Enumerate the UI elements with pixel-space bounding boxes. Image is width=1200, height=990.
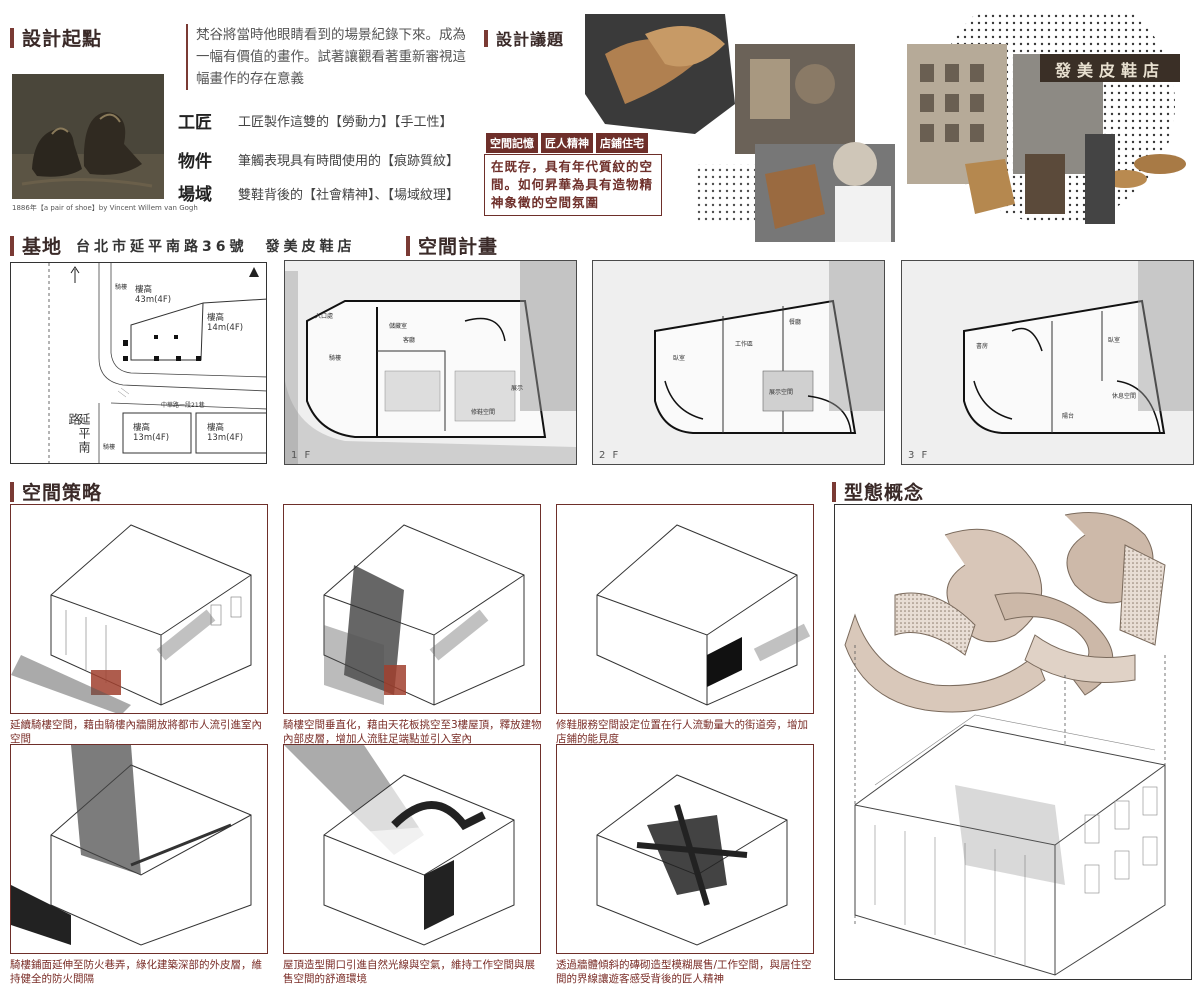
strategy-caption-3: 修鞋服務空間設定位置在行人流動量大的街道旁，增加店鋪的能見度 xyxy=(556,719,808,745)
tag-shop-house: 店鋪住宅 xyxy=(596,133,648,153)
title-bar xyxy=(10,27,14,48)
plan-1f-room-entrance: 入口處 xyxy=(315,313,334,320)
site-label-h43: 樓高 43m(4F) xyxy=(135,285,172,305)
keyword-field-label: 場域 xyxy=(178,185,212,205)
plan-1f-room-display: 展示 xyxy=(511,385,524,392)
form-title: 型態概念 xyxy=(832,478,924,505)
strategy-diagram-1 xyxy=(10,504,268,714)
site-label-arcade1: 騎樓 xyxy=(115,284,128,291)
plan-title: 空間計畫 xyxy=(406,232,498,259)
plan-3f-room-balcony: 陽台 xyxy=(1062,413,1075,420)
plan-2f-room-dining: 餐廳 xyxy=(789,319,802,326)
origin-title: 設計起點 xyxy=(10,24,102,51)
floor-label-2f: 2 F xyxy=(599,450,621,461)
issue-title: 設計議題 xyxy=(484,26,564,50)
strategy-diagram-2 xyxy=(283,504,541,714)
title-bar xyxy=(484,29,488,47)
title-bar xyxy=(832,481,836,502)
strategy-caption-5: 屋頂造型開口引進自然光線與空氣，維持工作空間與展售空間的舒適環境 xyxy=(283,959,535,985)
plan-1f-room-storage: 儲藏室 xyxy=(389,323,408,330)
site-label-h13b: 樓高 13m(4F) xyxy=(207,423,244,443)
site-map: 樓高 43m(4F) 樓高 14m(4F) 樓高 13m(4F) 樓高 13m(… xyxy=(10,262,267,464)
strategy-caption-1: 延續騎樓空間，藉由騎樓內牆開放將都市人流引進室內空間 xyxy=(10,719,262,745)
axo-diagram-6 xyxy=(596,774,788,946)
strategy-diagram-3 xyxy=(556,504,814,714)
floor-label-1f: 1 F xyxy=(291,450,313,461)
collage-svg xyxy=(585,0,1186,242)
plan-1f-room-repair: 修鞋空間 xyxy=(471,409,496,416)
plan-2f-room-work: 工作區 xyxy=(735,341,754,348)
collage-image: 發美皮鞋店 xyxy=(585,0,1197,242)
site-title: 基地 台北市延平南路36號 發美皮鞋店 xyxy=(10,232,356,259)
title-bar xyxy=(406,235,410,256)
keyword-craftsman-text: 工匠製作這雙的【勞動力】【手工性】 xyxy=(238,115,453,130)
plan-3f-room-rest: 休息空間 xyxy=(1112,393,1137,400)
shoes-painting-image xyxy=(12,74,164,199)
plan-3f-svg xyxy=(902,261,1193,464)
strategy-diagram-5 xyxy=(283,744,541,954)
van-gogh-painting xyxy=(12,74,164,199)
form-concept-panel xyxy=(834,504,1192,980)
strategy-caption-2: 騎樓空間垂直化，藉由天花板挑空至3樓屋頂，釋放建物內部皮層，增加人流駐足端點並引… xyxy=(283,719,542,745)
strategy-diagram-6 xyxy=(556,744,814,954)
axo-diagram-3 xyxy=(596,524,811,706)
axo-diagram-1 xyxy=(11,524,252,713)
issue-title-text: 設計議題 xyxy=(496,30,565,49)
strategy-caption-6: 透過牆體傾斜的磚砌造型模糊展售/工作空間，與居住空間的界線讓遊客感受背後的匠人精… xyxy=(556,959,812,985)
strategy-caption-4: 騎樓鋪面延伸至防火巷弄，綠化建築深部的外皮層，維持健全的防火間隔 xyxy=(10,959,262,985)
site-map-svg xyxy=(48,263,266,463)
site-label-h14: 樓高 14m(4F) xyxy=(207,313,244,333)
strategy-diagram-4 xyxy=(10,744,268,954)
title-bar xyxy=(10,481,14,502)
plan-1f-svg xyxy=(285,261,576,464)
origin-quote: 梵谷將當時他眼睛看到的場景紀錄下來。成為一幅有價值的畫作。試著讓觀看著重新審視這… xyxy=(186,24,472,90)
site-label-road: 延平南路 xyxy=(67,413,91,455)
issue-tags: 空間記憶匠人精神店鋪住宅 xyxy=(486,132,651,153)
site-label-arcade2: 騎樓 xyxy=(103,444,116,451)
site-label-h13a: 樓高 13m(4F) xyxy=(133,423,170,443)
form-title-text: 型態概念 xyxy=(844,482,925,504)
plan-2f-room-display: 展示空間 xyxy=(769,389,794,396)
issue-statement: 在既存，具有年代質紋的空間。如何昇華為具有造物精神象徵的空間氛圍 xyxy=(484,154,662,216)
keyword-craftsman-label: 工匠 xyxy=(178,113,212,133)
form-concept-svg xyxy=(844,512,1166,976)
axo-diagram-4 xyxy=(11,745,252,946)
plan-3f-room-study: 書房 xyxy=(976,343,989,350)
plan-1f-room-arcade: 騎樓 xyxy=(329,355,342,362)
keyword-object-text: 筆觸表現具有時間使用的【痕跡質紋】 xyxy=(238,154,460,169)
floor-plan-3f: 書房 臥室 休息空間 陽台 3 F xyxy=(901,260,1194,465)
plan-1f-room-living: 客廳 xyxy=(403,337,416,344)
plan-2f-svg xyxy=(593,261,884,464)
site-subtitle: 台北市延平南路36號 發美皮鞋店 xyxy=(76,238,356,255)
floor-plan-1f: 儲藏室 客廳 騎樓 入口處 修鞋空間 展示 1 F xyxy=(284,260,577,465)
floor-plan-2f: 工作區 餐廳 展示空間 臥室 2 F xyxy=(592,260,885,465)
strategy-title-text: 空間策略 xyxy=(22,482,103,504)
strategy-title: 空間策略 xyxy=(10,478,102,505)
painting-caption: 1886年【a pair of shoe】by Vincent Willem v… xyxy=(12,204,198,212)
plan-title-text: 空間計畫 xyxy=(418,236,499,258)
site-title-text: 基地 xyxy=(22,236,63,258)
floor-label-3f: 3 F xyxy=(908,450,930,461)
plan-2f-room-bedroom: 臥室 xyxy=(673,355,686,362)
title-bar xyxy=(10,235,14,256)
plan-3f-room-bedroom: 臥室 xyxy=(1108,337,1121,344)
axo-diagram-2 xyxy=(323,524,525,706)
tag-craftsman-spirit: 匠人精神 xyxy=(541,133,593,153)
site-label-lane: 中華路一段21巷 xyxy=(161,402,205,409)
keyword-field-text: 雙鞋背後的【社會精神】、【場域紋理】 xyxy=(238,188,460,203)
shop-sign: 發美皮鞋店 xyxy=(1055,61,1166,80)
keyword-object-label: 物件 xyxy=(178,152,212,172)
origin-title-text: 設計起點 xyxy=(22,28,103,50)
tag-space-memory: 空間記憶 xyxy=(486,133,538,153)
axo-diagram-5 xyxy=(284,745,515,946)
